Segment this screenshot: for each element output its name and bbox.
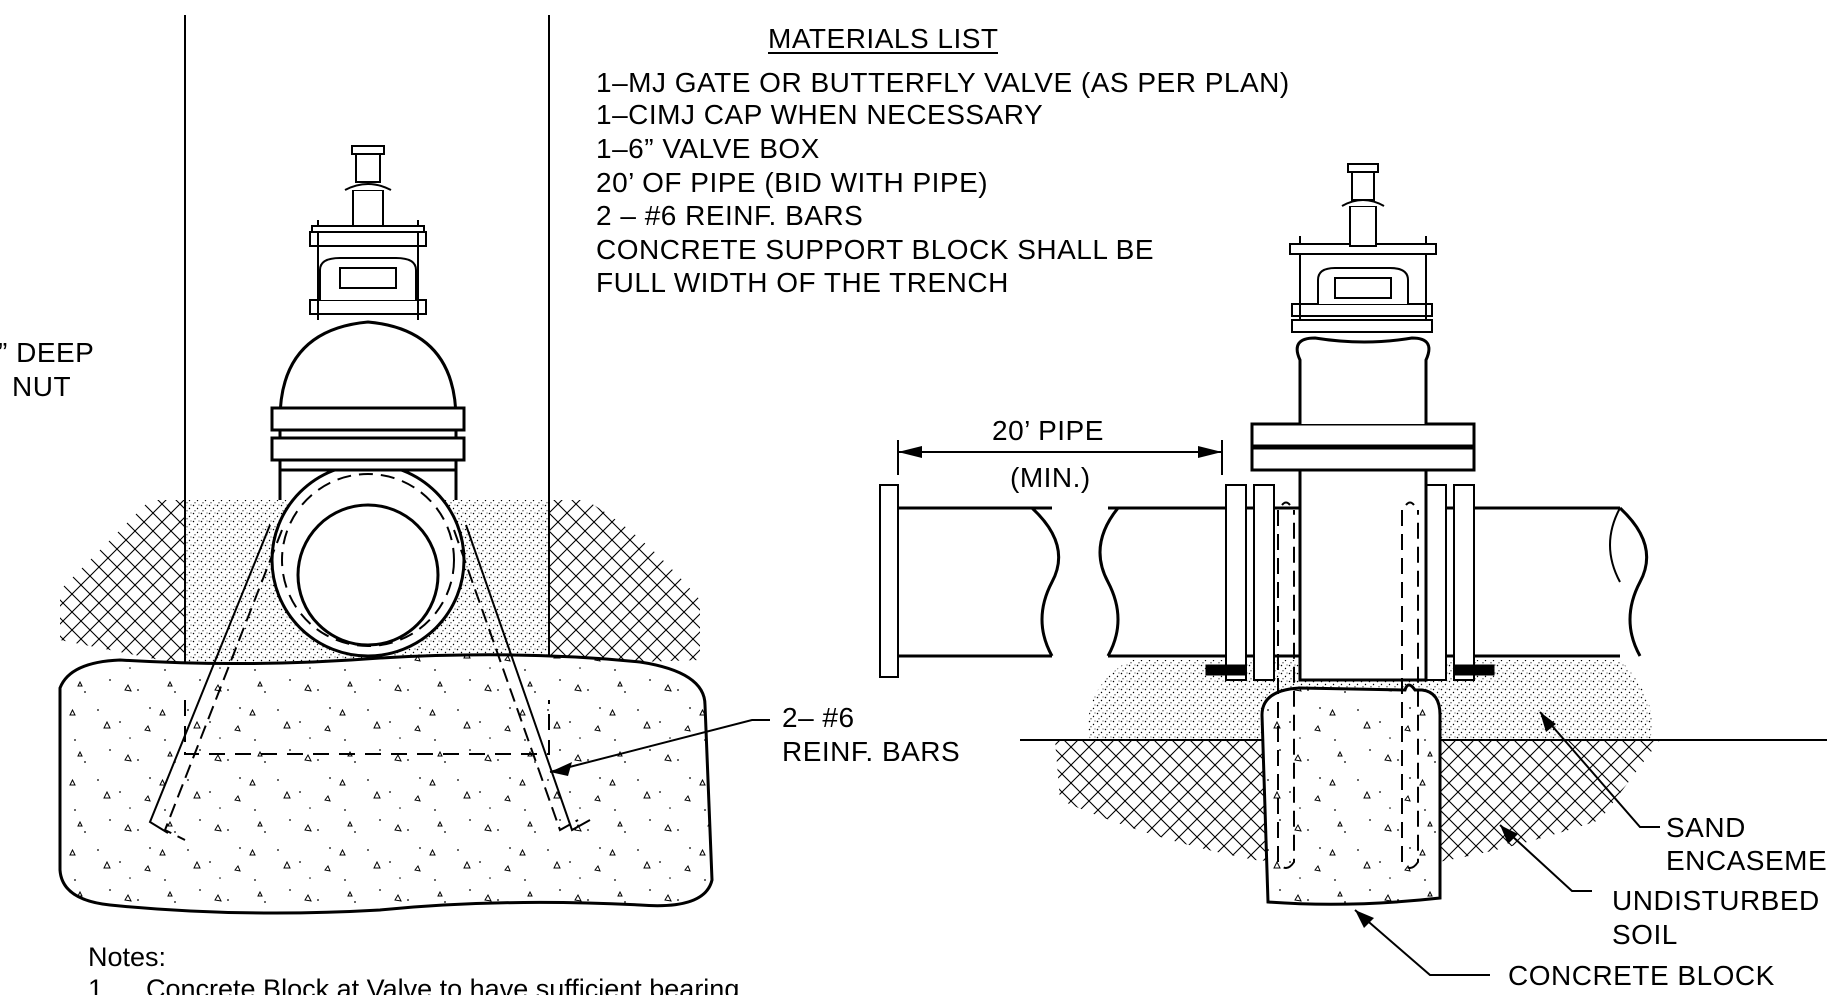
- right-profile-view: [879, 163, 1827, 906]
- materials-line-1: 1–MJ GATE OR BUTTERFLY VALVE (AS PER PLA…: [596, 67, 1290, 98]
- materials-list: MATERIALS LIST 1–MJ GATE OR BUTTERFLY VA…: [596, 23, 1290, 298]
- materials-line-2: 1–CIMJ CAP WHEN NECESSARY: [596, 99, 1043, 130]
- note-1-text: Concrete Block at Valve to have sufficie…: [146, 974, 739, 995]
- note-1-number: 1: [88, 974, 103, 995]
- partial-label-line-1: ” DEEP: [0, 337, 94, 368]
- undisturbed-soil-right: [549, 500, 700, 665]
- materials-title: MATERIALS LIST: [768, 23, 999, 54]
- valve-body-left: [278, 320, 458, 472]
- pipe-dimension-min: (MIN.): [1010, 462, 1091, 493]
- left-section-view: [58, 15, 714, 915]
- leader-lines: [549, 711, 1660, 976]
- partial-label-line-2: NUT: [12, 371, 71, 402]
- reinf-bars-label-line-1: 2– #6: [782, 702, 855, 733]
- undisturbed-soil-left: [60, 500, 185, 665]
- undisturbed-soil-label-2: SOIL: [1612, 919, 1678, 950]
- concrete-block-label: CONCRETE BLOCK: [1508, 960, 1775, 991]
- materials-line-4: 20’ OF PIPE (BID WITH PIPE): [596, 167, 988, 198]
- sand-encasement-label-1: SAND: [1666, 812, 1746, 843]
- materials-line-5: 2 – #6 REINF. BARS: [596, 200, 863, 231]
- pipe-section-inner: [296, 503, 440, 647]
- pipe-dimension-label: 20’ PIPE: [992, 415, 1104, 446]
- sand-encasement-label-2: ENCASEMENT: [1666, 845, 1827, 876]
- materials-line-7: FULL WIDTH OF THE TRENCH: [596, 267, 1009, 298]
- reinf-bars-label-line-2: REINF. BARS: [782, 736, 960, 767]
- materials-line-6: CONCRETE SUPPORT BLOCK SHALL BE: [596, 234, 1154, 265]
- materials-line-3: 1–6” VALVE BOX: [596, 133, 820, 164]
- notes: Notes: 1 Concrete Block at Valve to have…: [88, 942, 739, 995]
- notes-heading: Notes:: [88, 942, 166, 972]
- undisturbed-soil-label-1: UNDISTURBED: [1612, 885, 1820, 916]
